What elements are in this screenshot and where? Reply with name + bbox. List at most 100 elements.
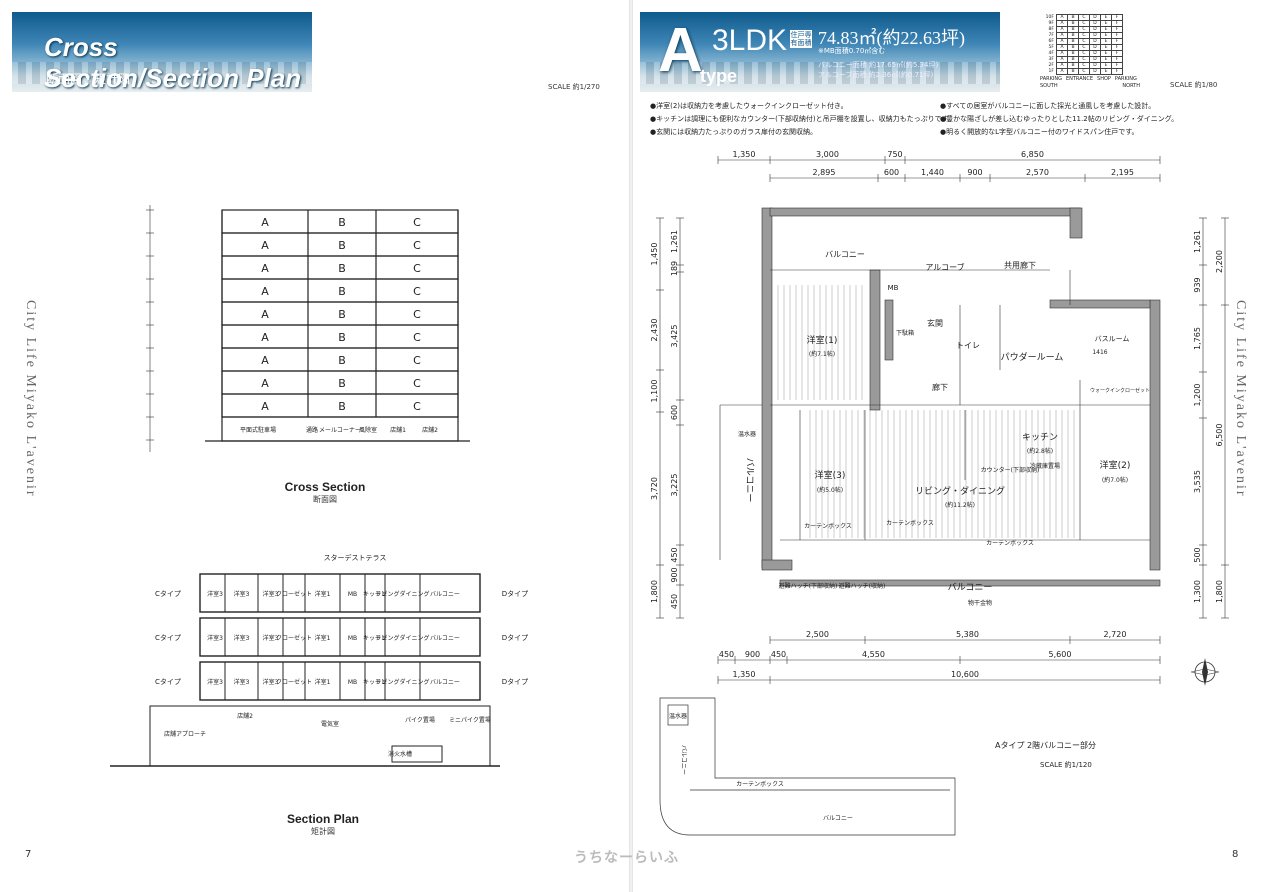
section-plan-caption-en: Section Plan [286, 812, 360, 826]
room-label: キッチン [363, 591, 387, 598]
key-plan-floor: 6F [1048, 39, 1054, 44]
alcove-area: アルコーブ面積 約2.36㎡(約0.71坪) [818, 71, 934, 79]
dimension-bottom-2: 450 [719, 650, 734, 659]
left-scale: SCALE 約1/270 [548, 83, 600, 91]
dimension-top-2: 900 [967, 168, 982, 177]
room-label: バルコニー [430, 679, 460, 686]
left-banner-subtitle: 断面図・矩計図 [46, 72, 131, 86]
room-label: クローゼット [276, 678, 312, 686]
type-label-left: Cタイプ [155, 589, 181, 598]
dimension-left: 1,450 [650, 243, 659, 266]
key-plan-directions: SOUTH NORTH [1040, 83, 1140, 89]
room-label: 避難ハッチ(下部収納) [779, 582, 838, 590]
dimension-bottom-2: 5,600 [1049, 650, 1072, 659]
area-stats: バルコニー面積 約17.65㎡(約5.34坪) アルコーブ面積 約2.36㎡(約… [818, 60, 938, 80]
dimension-bottom: 2,500 [806, 630, 829, 639]
dimension-top-2: 2,570 [1026, 168, 1049, 177]
dimension-left: 2,430 [650, 319, 659, 342]
section-plan-caption: Section Plan 矩計図 [258, 812, 388, 837]
room-label: 下駄箱 [896, 329, 914, 337]
right-page-number: 8 [1232, 849, 1239, 860]
key-plan-floor: 1F [1048, 69, 1054, 74]
type-label-right: Dタイプ [502, 633, 528, 642]
dimension-left: 1,100 [650, 380, 659, 403]
room-label: 洋室3 [263, 678, 279, 686]
unit-label: C [413, 239, 421, 252]
ground-label: 店舗2 [237, 712, 253, 720]
dimension-bottom-3: 10,600 [951, 670, 979, 679]
inset-label: カーテンボックス [736, 780, 784, 788]
room-label: MB [348, 591, 357, 598]
wall [1069, 207, 1083, 239]
dimension-left-2: 3,425 [670, 325, 679, 348]
unit-label: A [261, 331, 269, 344]
dimension-bottom: 2,720 [1104, 630, 1127, 639]
dimension-right: 2,200 [1215, 250, 1224, 273]
dimension-top: 3,000 [816, 150, 839, 159]
room-label: 玄関 [927, 318, 943, 328]
dimension-bottom-2: 4,550 [862, 650, 885, 659]
wall [761, 559, 793, 571]
room-label: 洋室3 [263, 634, 279, 642]
ground-label: 平面式駐車場 [240, 426, 276, 434]
room-label: キッチン [363, 635, 387, 642]
room-label: リビングダイニング [375, 634, 429, 642]
key-plan-parking: PARKING [1040, 76, 1062, 82]
floor-area-note: ※MB面積0.70㎡含む [818, 47, 886, 55]
dimension-top: 750 [887, 150, 902, 159]
dimension-left-2: 1,261 [670, 230, 679, 253]
room-label: 洋室3 [234, 678, 250, 686]
dimension-top-2: 1,440 [921, 168, 944, 177]
key-plan-floor: 10F [1045, 15, 1054, 20]
ground-label: ミニパイク置場 [449, 716, 491, 724]
dimension-right-2: 1,765 [1193, 327, 1202, 350]
unit-label: B [338, 216, 346, 229]
unit-label: B [338, 400, 346, 413]
inset-outline [659, 697, 956, 836]
feature-note: ●洋室(2)は収納力を考慮したウォークインクローゼット付き。 [650, 102, 848, 110]
feature-note: ●玄関には収納力たっぷりのガラス扉付の玄関収納。 [650, 128, 817, 136]
wall [1149, 299, 1161, 571]
unit-label: B [338, 377, 346, 390]
inset-water-heater [667, 704, 689, 726]
unit-label: B [338, 239, 346, 252]
dimension-right-2: 500 [1193, 547, 1202, 562]
unit-label: B [338, 354, 346, 367]
room-label: 洋室3 [207, 634, 223, 642]
wall [779, 579, 1161, 587]
unit-label: B [338, 285, 346, 298]
room-label: クローゼット [276, 634, 312, 642]
left-page-number: 7 [25, 849, 32, 860]
wall [884, 299, 894, 361]
room-label: 洋室1 [315, 634, 331, 642]
room-label: ウォークインクローゼット [1090, 387, 1150, 394]
room-label: MB [348, 679, 357, 686]
page-gutter [629, 0, 633, 892]
room-label: カウンター(下部収納) [981, 466, 1040, 474]
key-plan-cell: A [1056, 68, 1068, 75]
left-page: Cross Section/Section Plan 断面図・矩計図 SCALE… [12, 12, 600, 860]
dimension-right-2: 1,300 [1193, 580, 1202, 603]
room-label: キッチン [1022, 432, 1058, 443]
inset-scale: SCALE 約1/120 [1040, 761, 1092, 769]
room-label: (約11.2帖) [945, 501, 975, 509]
dimension-left-2: 900 [670, 567, 679, 582]
features-right: ●すべての居室がバルコニーに面した採光と通風しを考慮した設計。 ●豊かな陽ざしが… [940, 100, 1178, 139]
type-word: type [700, 66, 738, 86]
dimension-top-2: 2,895 [813, 168, 836, 177]
key-plan-parking-2: PARKING [1114, 76, 1137, 82]
type-label-left: Cタイプ [155, 633, 181, 642]
room-label: 温水器 [738, 430, 756, 438]
key-plan-cell: B [1067, 68, 1079, 75]
cross-section-caption-jp: 断面図 [313, 495, 337, 504]
dimension-right-2: 3,535 [1193, 470, 1202, 493]
dimension-right-2: 1,261 [1193, 230, 1202, 253]
right-side-text: City Life Miyako L'avenir [1233, 300, 1248, 498]
type-label-right: Dタイプ [502, 589, 528, 598]
dimension-left-2: 600 [670, 405, 679, 420]
room-label: 洋室3 [234, 634, 250, 642]
